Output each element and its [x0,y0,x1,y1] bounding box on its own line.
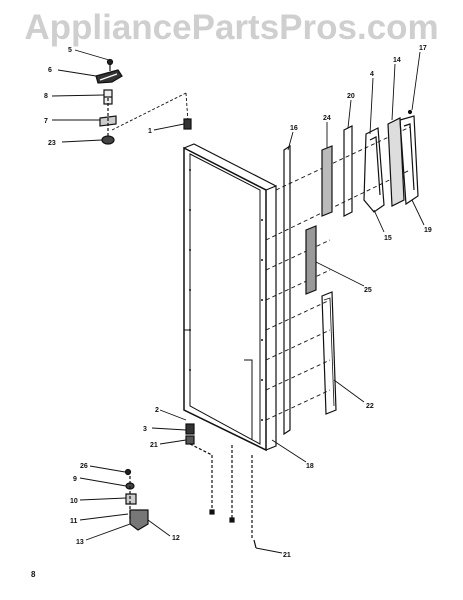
callout-21-bottom: 21 [283,552,291,559]
top-hinge-assembly [95,58,192,145]
callout-19: 19 [424,227,432,234]
callout-17: 17 [419,45,427,52]
callout-23: 23 [48,140,56,147]
part-24-strip [321,145,333,217]
callout-16: 16 [290,125,298,132]
door-panel [183,143,277,452]
callout-8: 8 [44,93,48,100]
callout-22: 22 [366,403,374,410]
part-25-strip [305,225,317,295]
part-22-strip [321,291,337,415]
callout-7: 7 [44,118,48,125]
callout-9: 9 [73,476,77,483]
handle-assembly [363,109,419,213]
callout-2: 2 [155,407,159,414]
callout-1: 1 [148,128,152,135]
leader-lines [51,49,425,554]
callout-labels: 5 6 8 7 23 1 16 24 20 4 14 17 15 19 25 2… [44,45,432,559]
callout-20: 20 [347,93,355,100]
callout-25: 25 [364,287,372,294]
callout-10: 10 [70,498,78,505]
callout-21-top: 21 [150,442,158,449]
liner-strip [283,144,291,436]
callout-26: 26 [80,463,88,470]
callout-11: 11 [70,518,78,525]
page-number: 8 [31,570,36,579]
callout-6: 6 [48,67,52,74]
callout-18: 18 [306,463,314,470]
callout-5: 5 [68,47,72,54]
bottom-hinge-assembly [124,423,257,549]
callout-15: 15 [384,235,392,242]
callout-3: 3 [143,426,147,433]
callout-4: 4 [370,71,374,78]
part-20-strip [343,125,353,217]
callout-12: 12 [172,535,180,542]
callout-24: 24 [323,115,331,122]
projection-lines [265,126,411,421]
watermark: AppliancePartsPros.com [24,8,439,47]
callout-14: 14 [393,57,401,64]
callout-13: 13 [76,539,84,546]
